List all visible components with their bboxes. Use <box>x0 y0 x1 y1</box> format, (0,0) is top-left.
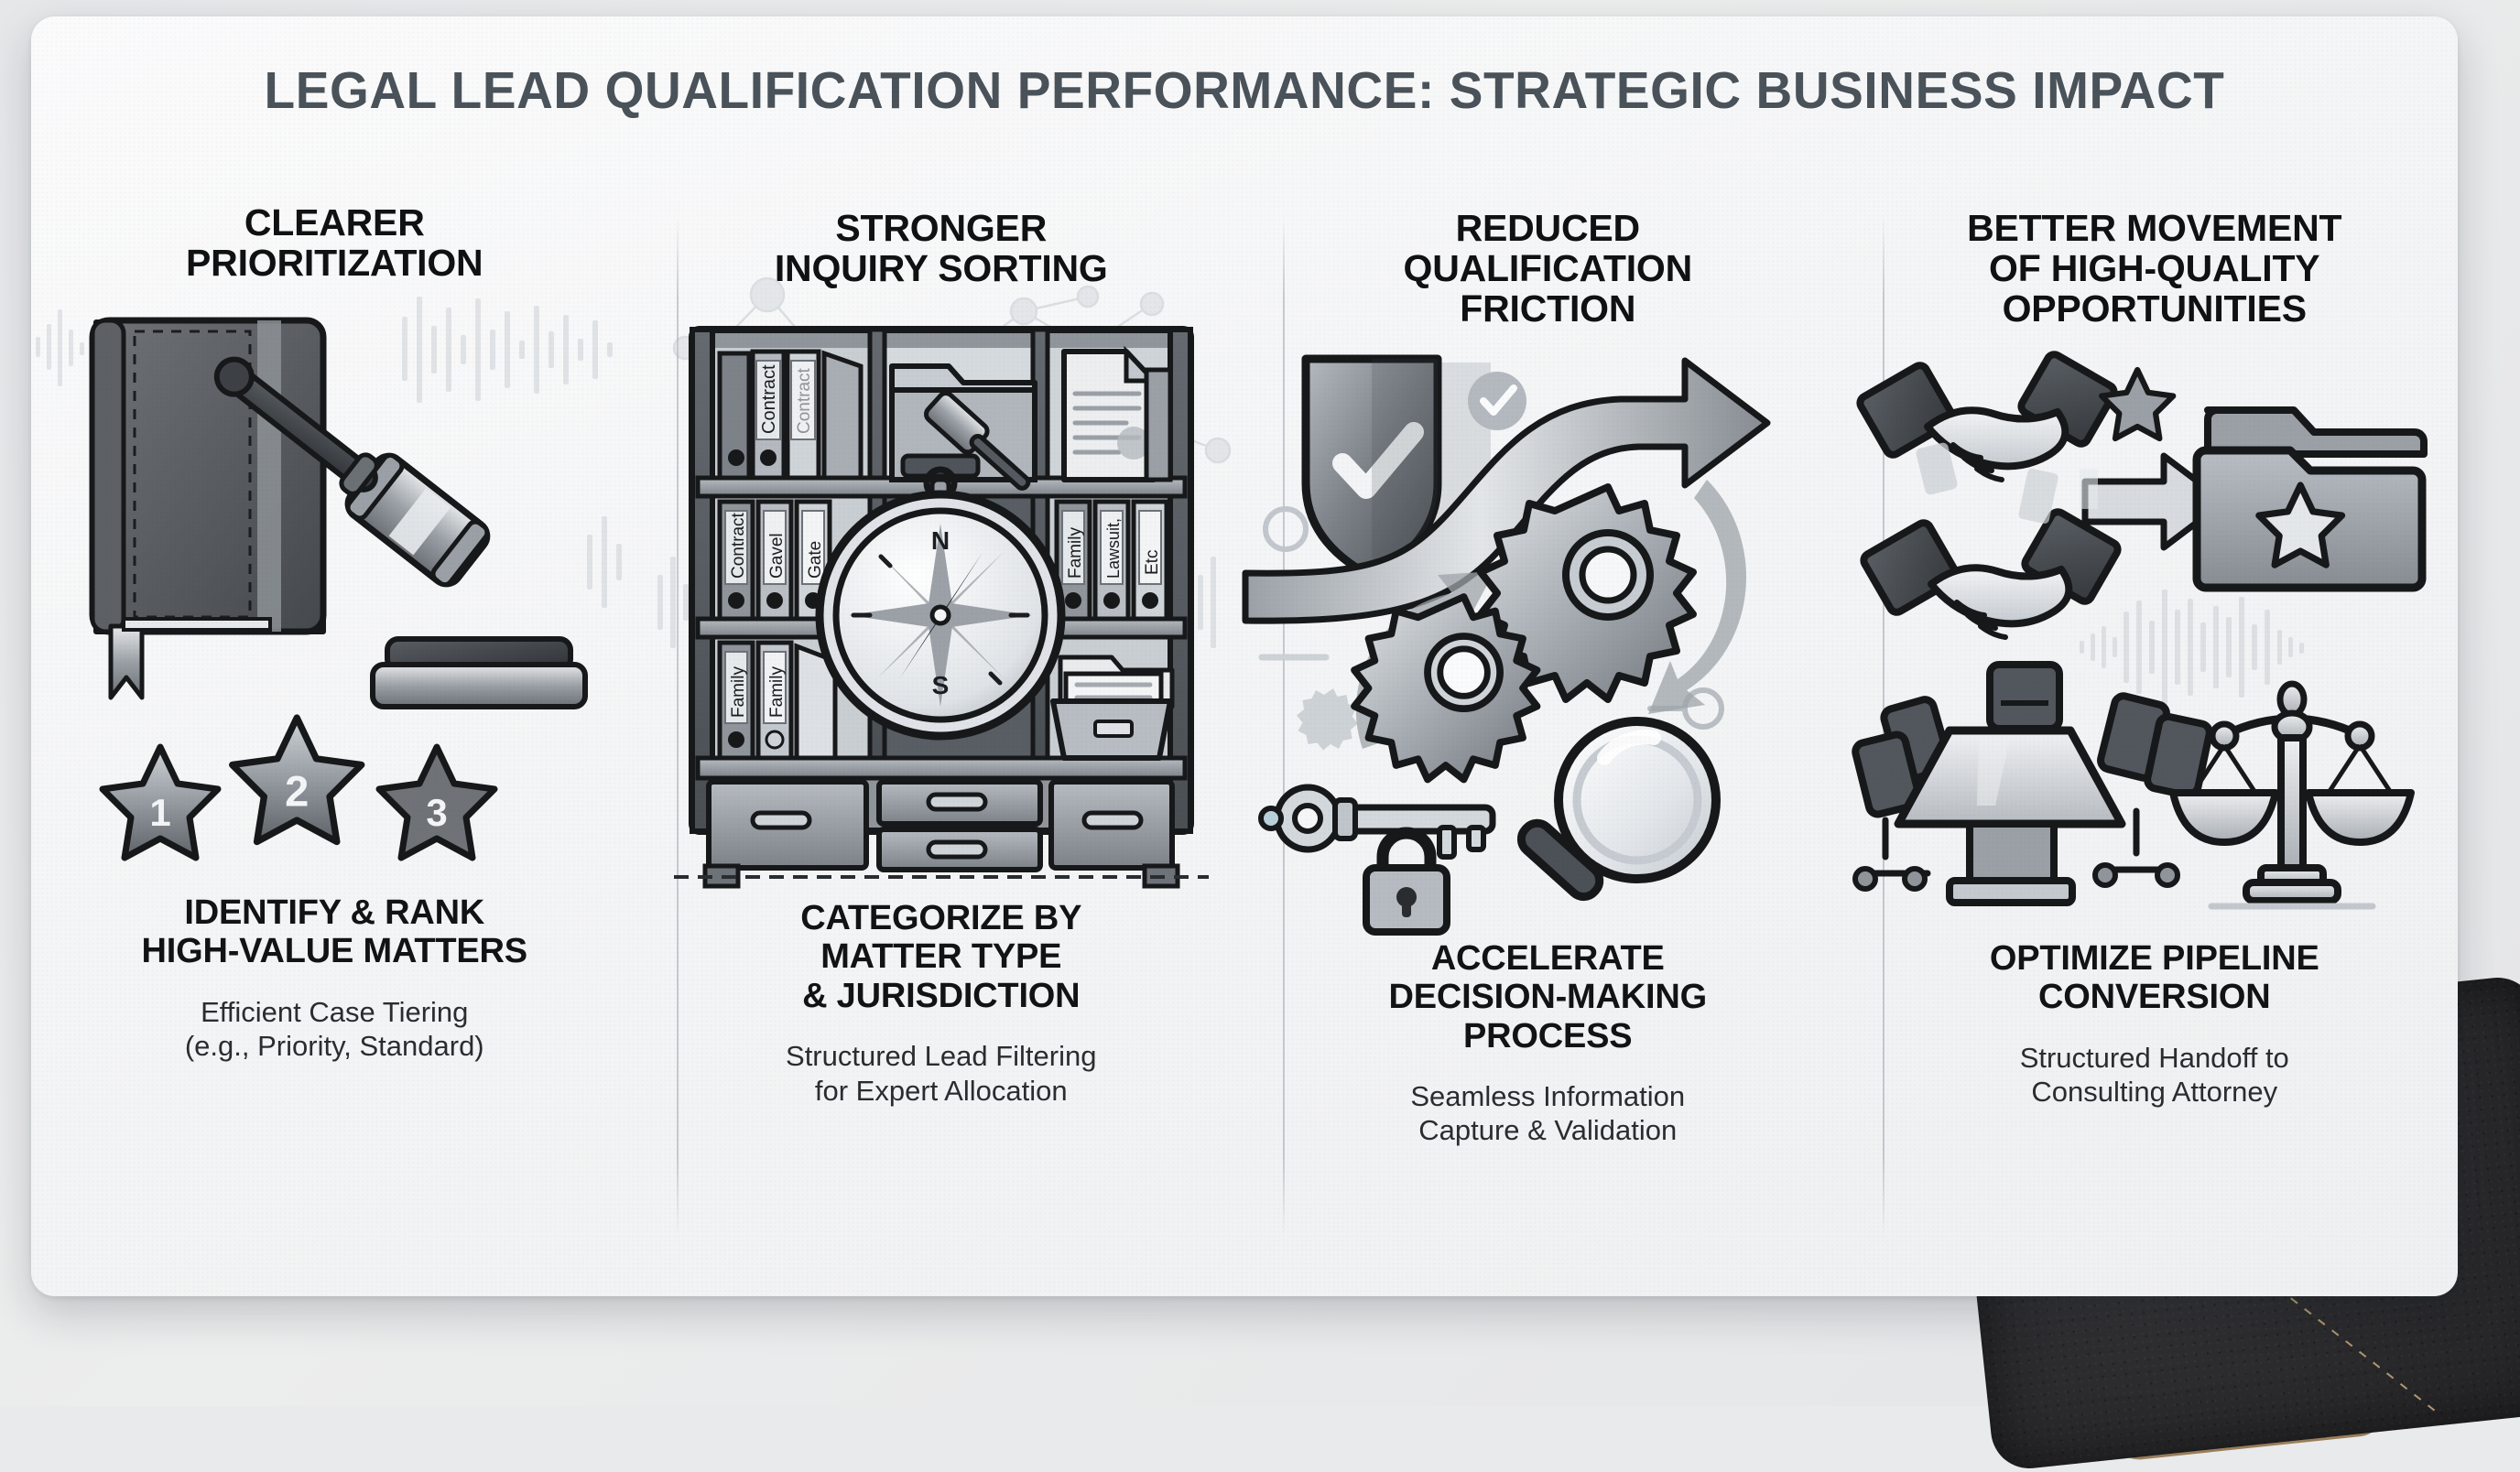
binder-icon: Family Family <box>717 640 838 761</box>
column-4-heading: BETTER MOVEMENT OF HIGH-QUALITY OPPORTUN… <box>1967 207 2342 330</box>
column-divider-1 <box>677 216 679 1237</box>
column-2-caption: Structured Lead Filtering for Expert All… <box>786 1040 1097 1107</box>
column-1-caption: Efficient Case Tiering (e.g., Priority, … <box>184 995 484 1062</box>
key-icon <box>1258 784 1496 860</box>
scales-of-justice-icon <box>2168 680 2415 910</box>
gavel-icon <box>900 390 1031 491</box>
waveform-decoration <box>36 296 623 608</box>
star-icon <box>2098 366 2177 441</box>
compass-label-n: N <box>931 526 950 555</box>
binder-label: Contract <box>729 512 748 579</box>
column-better-movement: BETTER MOVEMENT OF HIGH-QUALITY OPPORTUN… <box>1852 200 2459 1280</box>
binder-label: Gate <box>806 541 825 579</box>
gear-icon <box>1477 482 1698 703</box>
compass-label-s: S <box>931 671 949 699</box>
column-2-subheading: CATEGORIZE BY MATTER TYPE & JURISDICTION <box>800 898 1082 1015</box>
binder-label: Family <box>767 666 787 717</box>
sound-block-icon <box>370 635 589 709</box>
binder-label: Family <box>1066 526 1085 578</box>
leather-notebook-icon <box>89 317 327 700</box>
column-divider-2 <box>1283 216 1285 1237</box>
column-4-illustration <box>1852 335 2459 939</box>
gavel-icon <box>214 356 491 588</box>
column-stronger-inquiry-sorting: STRONGER INQUIRY SORTING <box>638 200 1245 1280</box>
waveform-decoration <box>2079 589 2304 705</box>
binder-label: Contract <box>759 364 779 434</box>
binder-label: Contract <box>795 367 814 434</box>
small-gear-icon <box>1297 687 1359 751</box>
column-4-caption: Structured Handoff to Consulting Attorne… <box>2019 1041 2289 1108</box>
binder-icon: Contract Gavel Gate <box>717 499 832 622</box>
office-chair-icon <box>2091 691 2213 888</box>
shield-check-icon <box>1301 354 1492 581</box>
padlock-icon <box>1363 827 1451 936</box>
column-clearer-prioritization: CLEARER PRIORITIZATION <box>31 200 638 1280</box>
folder-icon <box>1049 655 1175 761</box>
office-chair-icon <box>1985 660 2063 732</box>
waveform-decoration <box>657 556 1216 648</box>
svg-text:3: 3 <box>427 791 448 834</box>
compass-icon: N S <box>815 466 1066 741</box>
column-1-illustration: 1 2 3 <box>31 289 638 893</box>
star-rank-icon: 1 2 3 <box>99 714 498 861</box>
page-title: LEGAL LEAD QUALIFICATION PERFORMANCE: ST… <box>264 61 2225 120</box>
binder-label: Etc <box>1143 549 1162 574</box>
main-card: LEGAL LEAD QUALIFICATION PERFORMANCE: ST… <box>31 16 2458 1296</box>
column-1-heading: CLEARER PRIORITIZATION <box>186 201 483 284</box>
column-3-caption: Seamless Information Capture & Validatio… <box>1410 1080 1686 1147</box>
flow-arrow-icon <box>1242 357 1771 624</box>
decorative-circle <box>1263 505 1309 552</box>
column-reduced-qualification-friction: REDUCED QUALIFICATION FRICTION <box>1242 200 1852 1280</box>
binder-label: Gavel <box>767 533 787 579</box>
column-3-illustration <box>1242 335 1852 939</box>
column-3-heading: REDUCED QUALIFICATION FRICTION <box>1403 207 1693 330</box>
column-4-subheading: OPTIMIZE PIPELINE CONVERSION <box>1989 938 2319 1017</box>
handshake-icon <box>1856 350 2118 494</box>
binder-icon: Contract Contract <box>717 349 864 481</box>
columns-container: CLEARER PRIORITIZATION <box>31 200 2458 1280</box>
svg-text:2: 2 <box>285 766 309 815</box>
column-2-heading: STRONGER INQUIRY SORTING <box>774 207 1108 289</box>
column-2-illustration: Contract Contract <box>638 276 1245 899</box>
check-badge-icon <box>1468 371 1527 430</box>
magnifier-icon <box>1517 716 1722 901</box>
infographic-canvas: LEGAL LEAD QUALIFICATION PERFORMANCE: ST… <box>0 0 2520 1406</box>
binder-label: Lawsuit, <box>1104 518 1123 579</box>
handshake-icon <box>1860 507 2122 640</box>
document-icon <box>1060 345 1173 482</box>
svg-text:1: 1 <box>150 791 171 834</box>
binder-label: Family <box>729 666 748 717</box>
folder-star-icon <box>2192 406 2428 592</box>
conference-table-icon <box>1852 660 2213 906</box>
column-3-subheading: ACCELERATE DECISION-MAKING PROCESS <box>1388 938 1708 1055</box>
gear-icon <box>1351 592 1541 783</box>
binder-icon: Family Lawsuit, Etc <box>1054 499 1169 622</box>
column-1-subheading: IDENTIFY & RANK HIGH-VALUE MATTERS <box>141 893 528 971</box>
